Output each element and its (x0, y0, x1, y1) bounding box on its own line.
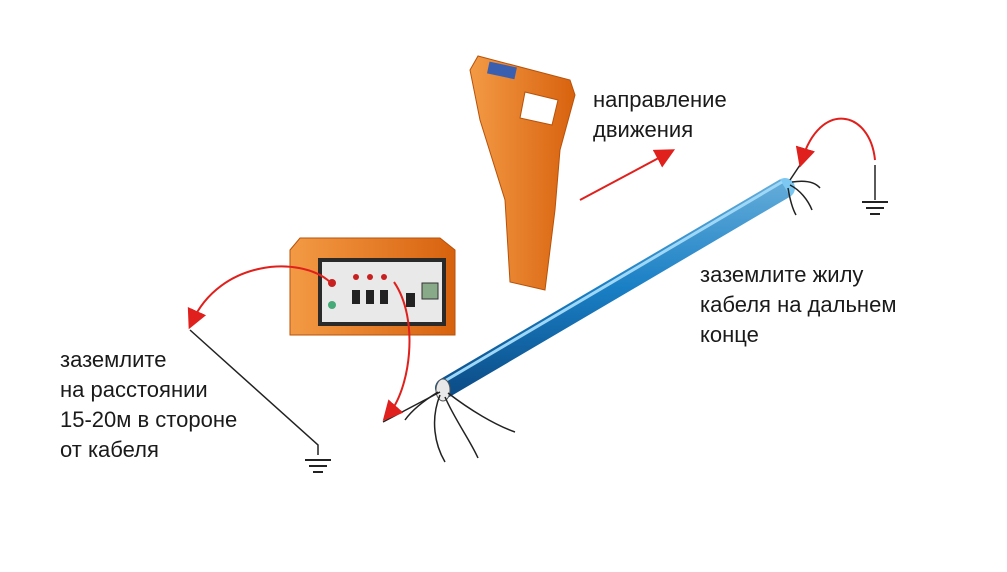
ground-wire-left (189, 329, 319, 455)
generator-cable-arrow (382, 281, 411, 422)
direction-label: направление движения (593, 85, 727, 145)
generator-device (289, 237, 456, 336)
ground-symbol-icon (305, 459, 331, 473)
cable (404, 164, 821, 463)
far-end-line: заземлите жилу (700, 262, 864, 287)
direction-line: направление (593, 87, 727, 112)
far-end-line: кабеля на дальнем (700, 292, 897, 317)
ground-offset-line: на расстоянии (60, 377, 208, 402)
far-end-line: конце (700, 322, 759, 347)
ground-offset-label: заземлите на расстоянии 15-20м в стороне… (60, 345, 237, 465)
far-end-label: заземлите жилу кабеля на дальнем конце (700, 260, 896, 350)
arrows (187, 117, 876, 422)
ground-offset-line: 15-20м в стороне (60, 407, 238, 432)
cable-lead-wire (382, 391, 441, 423)
far-end-arrow (795, 117, 876, 168)
ground-symbol-icon (862, 201, 888, 215)
ground-offset-line: заземлите (60, 347, 167, 372)
receiver-device (469, 55, 576, 291)
direction-line: движения (593, 117, 694, 142)
ground-offset-line: от кабеля (60, 437, 159, 462)
direction-arrow (579, 149, 676, 201)
generator-ground-arrow (187, 265, 331, 330)
